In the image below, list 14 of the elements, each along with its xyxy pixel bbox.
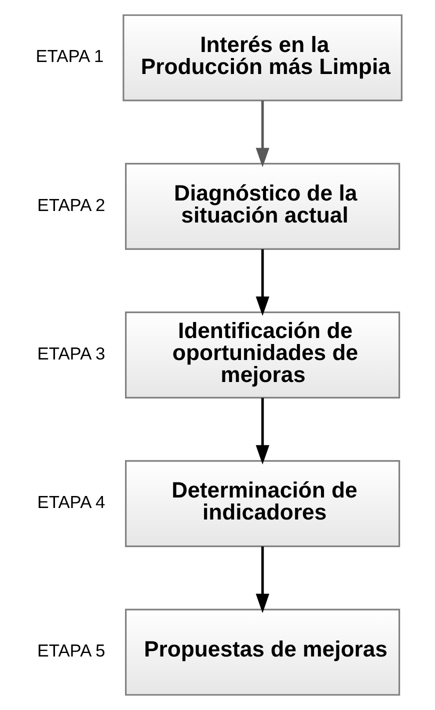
arrow [256, 249, 270, 316]
node-label: ETAPA 1 [36, 46, 104, 66]
arrow [256, 398, 270, 464]
node-box: Diagnóstico de la situación actual [125, 162, 400, 250]
node-box: Identificación de oportunidades de mejoras [125, 312, 400, 398]
node-label: ETAPA 3 [37, 343, 106, 364]
node-label: ETAPA 4 [37, 492, 106, 512]
node-label: ETAPA 2 [37, 194, 106, 215]
arrow [256, 100, 270, 168]
node-box: Propuestas de mejoras [125, 608, 400, 696]
node-box: Interés en la Producción más Limpia [122, 14, 402, 102]
node-box: Determinación de indicadores [125, 460, 400, 548]
node-label: ETAPA 5 [37, 640, 106, 661]
arrow [256, 546, 270, 614]
